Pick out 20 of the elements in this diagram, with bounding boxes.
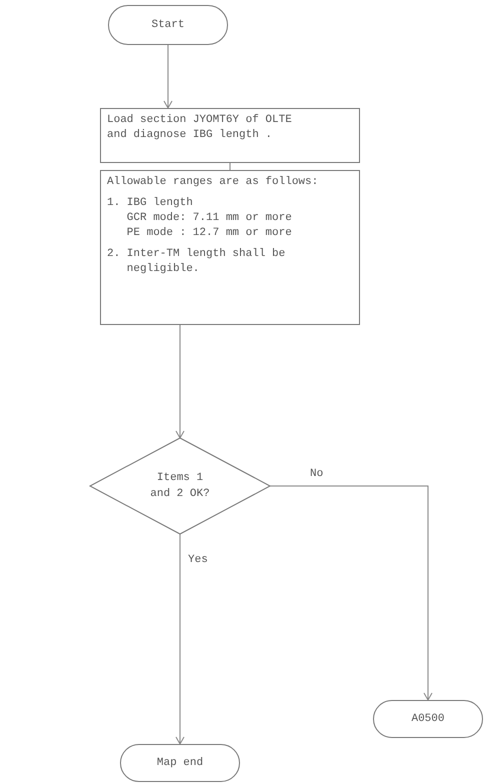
- node-label: Start: [151, 19, 184, 31]
- box-text: Load section JYOMT6Y of OLTE and diagnose IBG length .: [107, 113, 293, 143]
- arrow: [176, 534, 184, 744]
- process-box: [100, 108, 360, 163]
- connector-terminal: [373, 700, 483, 738]
- box-text: Allowable ranges are as follows:: [107, 175, 320, 190]
- decision-diamond: [90, 438, 270, 534]
- arrow: [176, 324, 184, 438]
- node-label: Items 1 and 2 OK?: [150, 471, 210, 502]
- box-text: PE mode : 12.7 mm or more: [126, 226, 293, 241]
- node-label: A0500: [411, 713, 444, 725]
- start-terminal: [108, 5, 228, 45]
- box-text: 2. Inter-TM length shall be negligible.: [107, 247, 286, 277]
- note-box: [100, 170, 360, 325]
- node-label: Map end: [156, 757, 204, 769]
- box-text: GCR mode: 7.11 mm or more: [126, 211, 293, 226]
- arrow: [164, 44, 172, 108]
- box-text: 1. IBG length: [107, 196, 194, 211]
- end-terminal: [120, 744, 240, 782]
- arrow: [270, 486, 432, 700]
